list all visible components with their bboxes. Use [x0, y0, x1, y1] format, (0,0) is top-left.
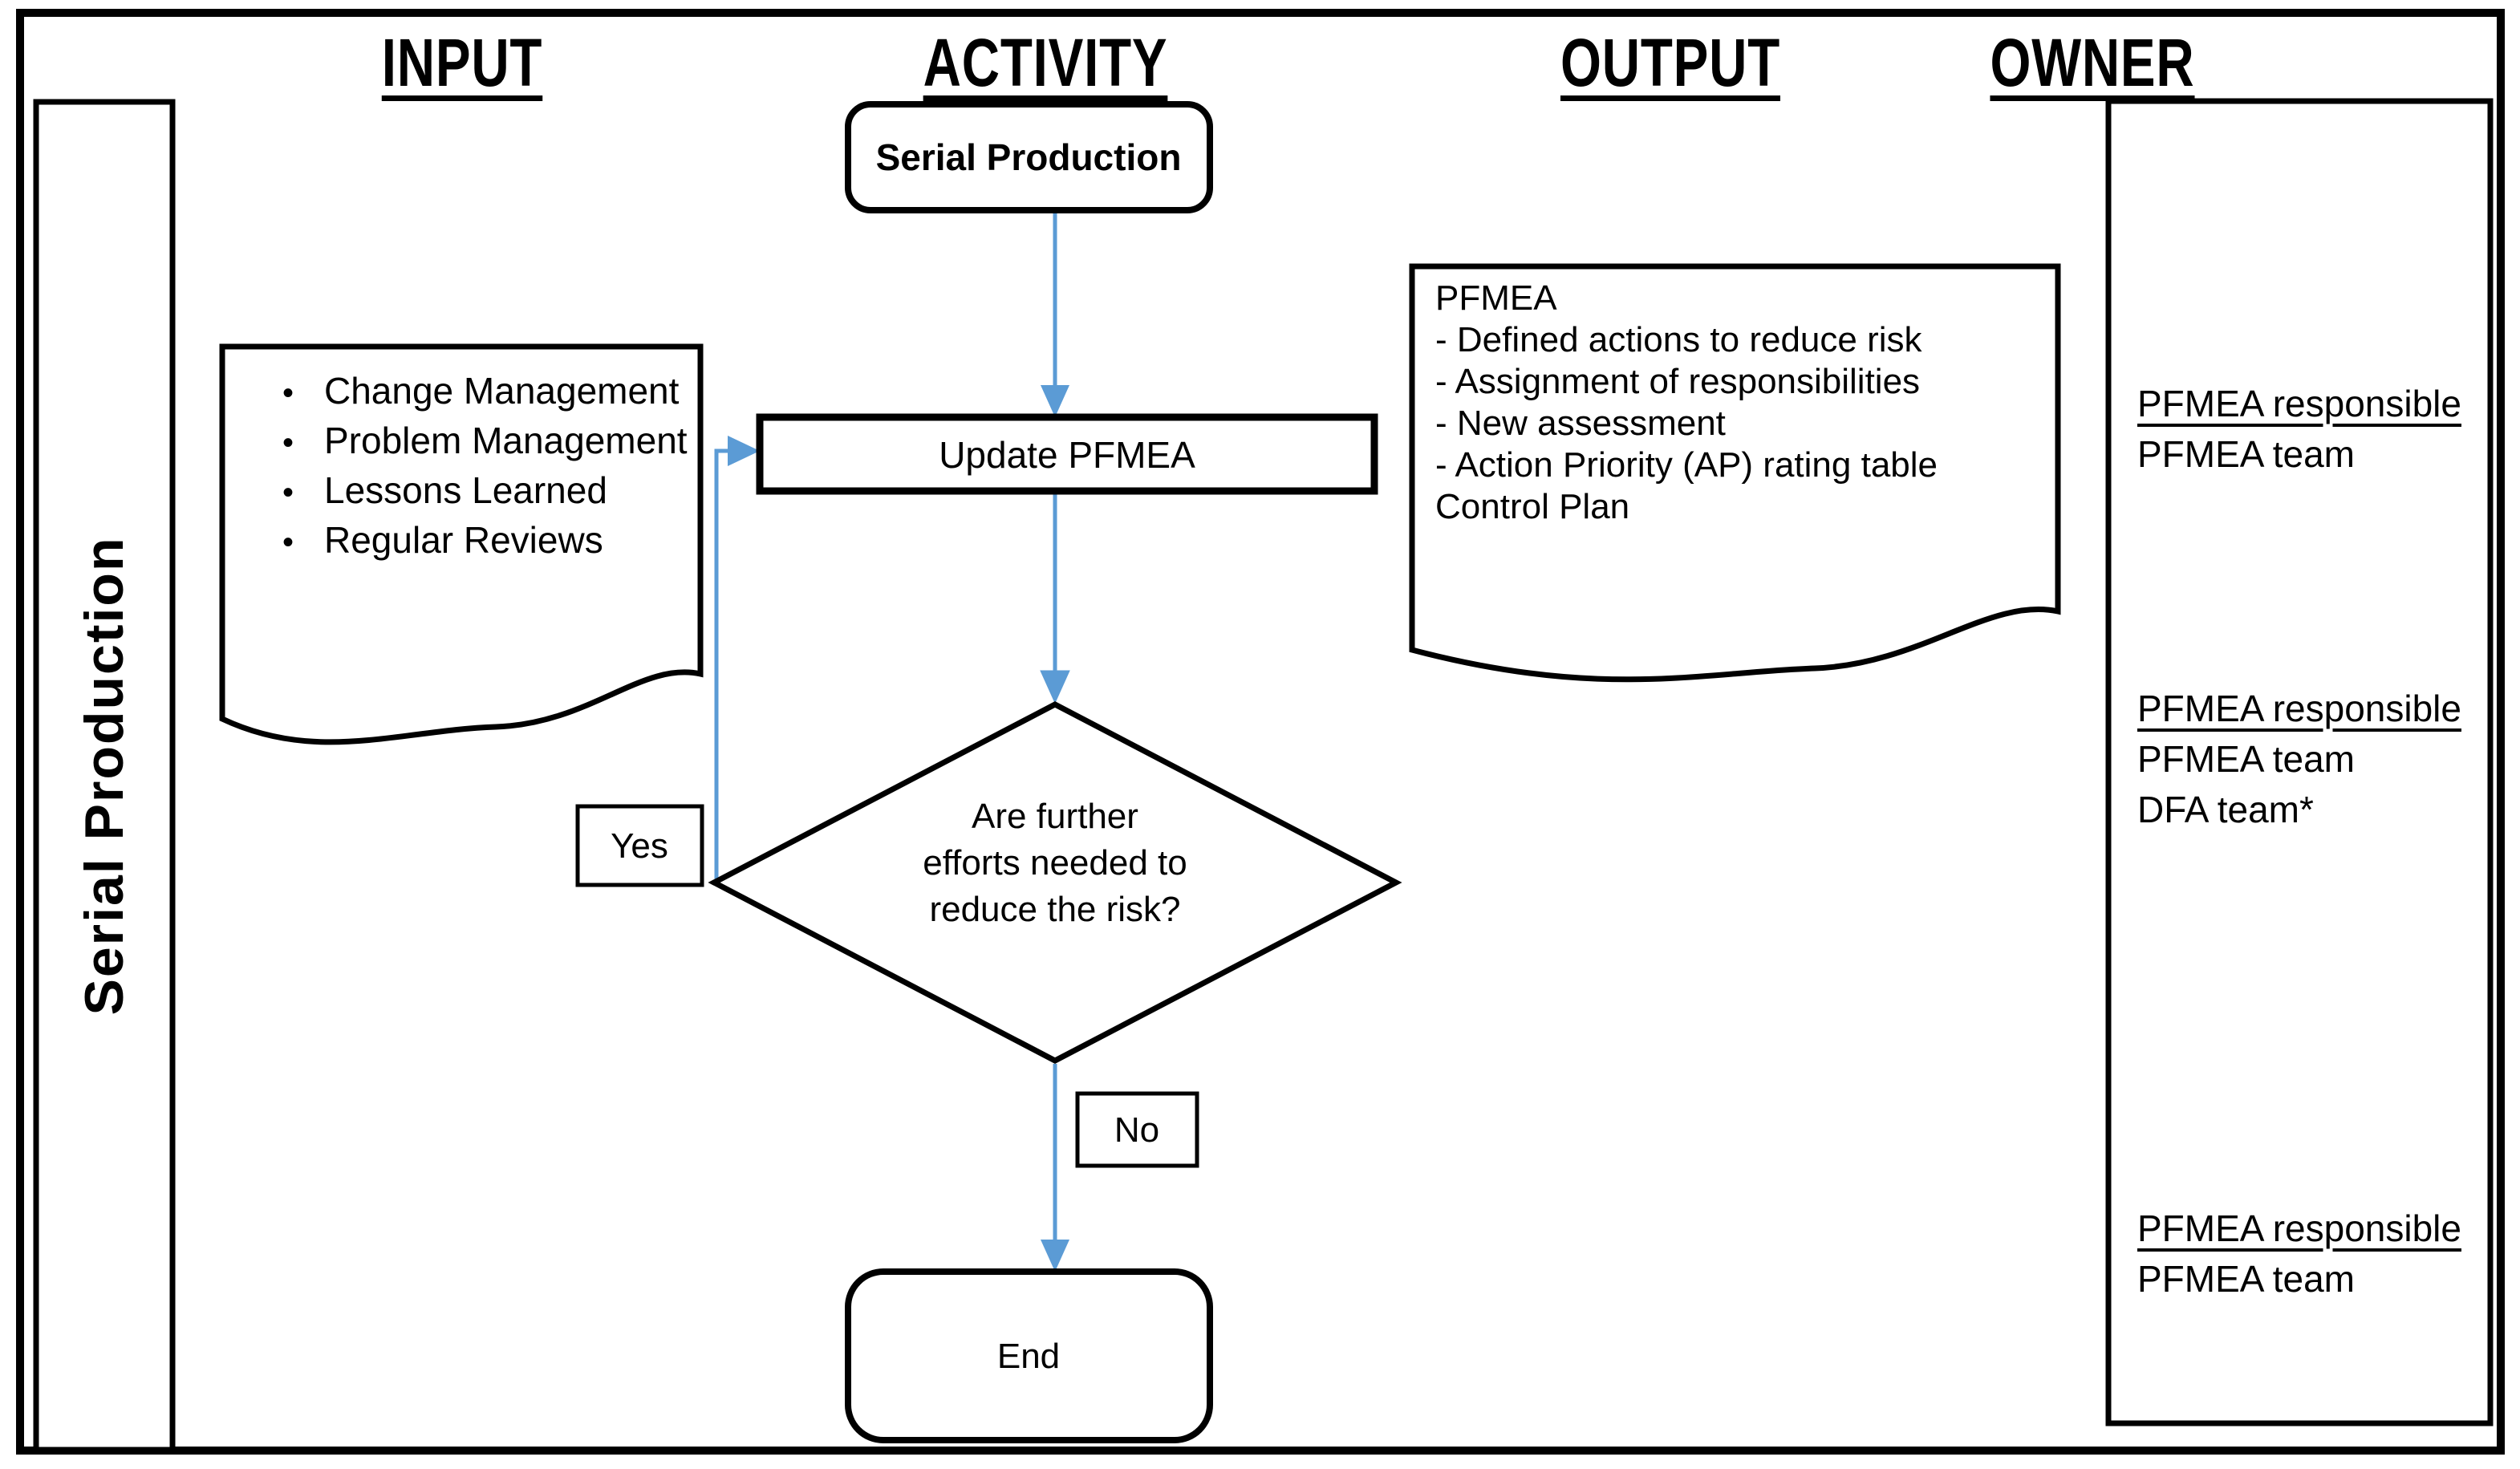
header-input: INPUT	[381, 25, 543, 100]
outer-frame	[16, 9, 2505, 1455]
swimlane-bar	[33, 99, 176, 1453]
output-document-list: PFMEA - Defined actions to reduce risk -…	[1435, 278, 1938, 528]
decision-diamond-shape	[708, 701, 1402, 1064]
end-node-shape	[845, 1268, 1213, 1443]
list-item: • Change Management	[282, 367, 688, 417]
output-line: - Defined actions to reduce risk	[1435, 320, 1922, 359]
output-line: Control Plan	[1435, 487, 1630, 526]
decision-line: reduce the risk?	[929, 890, 1181, 929]
owner-entry-3: PFMEA responsible PFMEA team	[2137, 1203, 2461, 1305]
owner-responsible: PFMEA responsible	[2137, 688, 2461, 729]
output-line: - Action Priority (AP) rating table	[1435, 445, 1938, 485]
start-node-label: Serial Production	[875, 136, 1182, 178]
bullet-icon: •	[282, 475, 294, 510]
input-document-list: • Change Management • Problem Management…	[282, 367, 688, 566]
owner-team: DFA team*	[2137, 789, 2314, 830]
end-node-label: End	[996, 1337, 1061, 1376]
decision-line: Are further	[972, 797, 1138, 836]
list-item: • Lessons Learned	[282, 467, 688, 517]
start-node-shape	[845, 101, 1213, 213]
header-output: OUTPUT	[1560, 25, 1781, 100]
output-line: PFMEA	[1435, 278, 1557, 318]
owner-entry-1: PFMEA responsible PFMEA team	[2137, 379, 2461, 480]
owner-responsible: PFMEA responsible	[2137, 1207, 2461, 1249]
owner-column-box	[2105, 98, 2494, 1426]
bullet-icon: •	[282, 525, 294, 560]
input-item-label: Change Management	[324, 370, 680, 412]
arrowhead-start-to-update	[1041, 385, 1069, 417]
header-activity: ACTIVITY	[923, 25, 1168, 100]
yes-label-box	[575, 804, 704, 887]
owner-entry-2: PFMEA responsible PFMEA team DFA team*	[2137, 684, 2461, 835]
owner-team: PFMEA team	[2137, 433, 2355, 475]
connector-yes-loop	[714, 448, 729, 885]
input-item-label: Lessons Learned	[324, 469, 607, 511]
input-item-label: Regular Reviews	[324, 519, 603, 561]
owner-team: PFMEA team	[2137, 738, 2355, 780]
update-pfmea-label: Update PFMEA	[939, 434, 1195, 476]
output-line: - Assignment of responsibilities	[1435, 362, 1921, 401]
output-line: - New assessment	[1435, 404, 1726, 443]
list-item: • Problem Management	[282, 417, 688, 467]
bullet-icon: •	[282, 375, 294, 411]
input-document-shape	[219, 343, 704, 745]
input-item-label: Problem Management	[324, 420, 688, 461]
arrowhead-update-to-decision	[1040, 670, 1070, 704]
bullet-icon: •	[282, 425, 294, 461]
owner-responsible: PFMEA responsible	[2137, 383, 2461, 424]
decision-label: Are further efforts needed to reduce the…	[923, 793, 1187, 933]
update-pfmea-shape	[756, 413, 1378, 495]
arrowhead-decision-to-end	[1041, 1240, 1069, 1272]
output-document-shape	[1409, 263, 2061, 683]
owner-team: PFMEA team	[2137, 1258, 2355, 1300]
arrowhead-yes-loop	[728, 436, 760, 466]
yes-label: Yes	[611, 826, 668, 866]
decision-line: efforts needed to	[923, 843, 1187, 883]
list-item: • Regular Reviews	[282, 517, 688, 566]
no-label: No	[1114, 1110, 1160, 1150]
no-label-box	[1075, 1091, 1199, 1168]
swimlane-label: Serial Production	[74, 536, 135, 1016]
header-owner: OWNER	[1990, 25, 2195, 100]
